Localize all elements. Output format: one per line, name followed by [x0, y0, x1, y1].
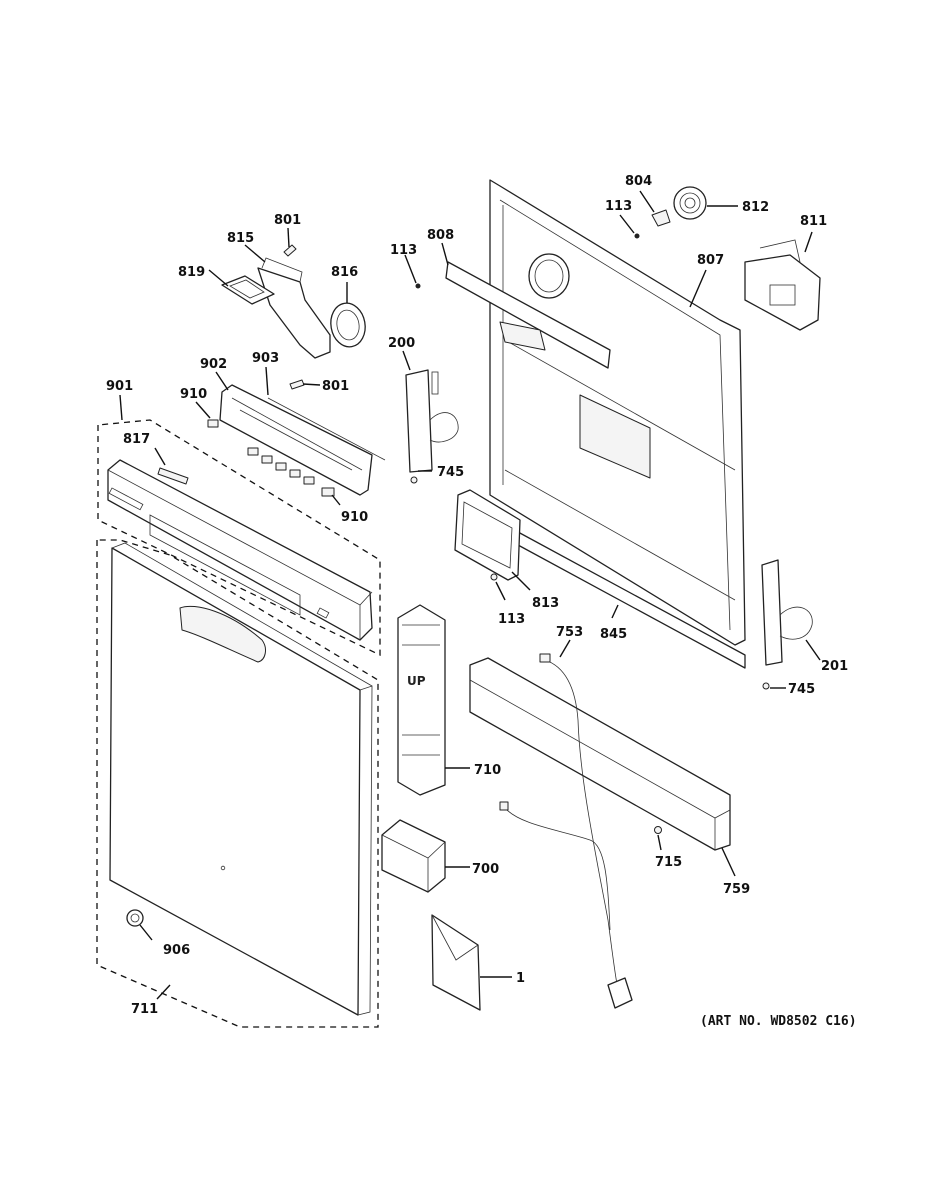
screw-113c [490, 573, 498, 581]
outer-door-panel [109, 542, 373, 1016]
label-753: 753 [556, 625, 583, 640]
label-759: 759 [723, 882, 750, 897]
button-910a [207, 419, 219, 428]
label-113-upper-right: 113 [605, 199, 632, 214]
label-819: 819 [178, 265, 205, 280]
label-804: 804 [625, 174, 652, 189]
toe-kick-759 [469, 657, 731, 851]
wire-harness-753 [499, 653, 633, 1009]
label-906: 906 [163, 943, 190, 958]
label-815: 815 [227, 231, 254, 246]
label-745-right: 745 [788, 682, 815, 697]
screw-745b [762, 682, 770, 690]
vent-duct [257, 257, 331, 359]
label-816: 816 [331, 265, 358, 280]
control-panel [107, 459, 373, 641]
control-board-bracket [219, 384, 386, 496]
label-807: 807 [697, 253, 724, 268]
label-808: 808 [427, 228, 454, 243]
label-1: 1 [516, 971, 525, 986]
label-745-left: 745 [437, 465, 464, 480]
label-801-upper: 801 [274, 213, 301, 228]
label-201: 201 [821, 659, 848, 674]
group-outline-901 [97, 419, 381, 657]
label-711: 711 [131, 1002, 158, 1017]
label-845: 845 [600, 627, 627, 642]
part-804 [651, 209, 671, 227]
inner-door-liner [489, 179, 746, 646]
label-817: 817 [123, 432, 150, 447]
label-113-lower: 113 [498, 612, 525, 627]
label-901: 901 [106, 379, 133, 394]
screw-113b [634, 233, 640, 239]
vent-seal-816 [330, 302, 366, 348]
label-910-upper: 910 [180, 387, 207, 402]
label-710: 710 [474, 763, 501, 778]
button-910b [321, 487, 335, 497]
literature-envelope-1 [431, 914, 481, 1011]
screw-113a [415, 283, 421, 289]
label-801-lower: 801 [322, 379, 349, 394]
label-811: 811 [800, 214, 827, 229]
rinse-aid-cap-812 [673, 186, 707, 220]
screw-801a [283, 244, 297, 257]
label-902: 902 [200, 357, 227, 372]
label-715: 715 [655, 855, 682, 870]
leader-lines [119, 190, 821, 1000]
screw-801b [289, 379, 305, 390]
hinge-left [405, 369, 459, 473]
insulation-up-marking: UP [407, 674, 426, 688]
vent-gasket-819 [221, 275, 275, 305]
label-113-upper-left: 113 [390, 243, 417, 258]
art-number: (ART NO. WD8502 C16) [700, 1014, 857, 1029]
door-insulation-710: UP [397, 604, 446, 796]
label-813: 813 [532, 596, 559, 611]
vent-bracket-808 [445, 261, 611, 369]
label-200: 200 [388, 336, 415, 351]
group-outline-711 [96, 539, 379, 1028]
screw-715 [654, 826, 662, 834]
dispenser-811 [744, 239, 821, 331]
label-910-lower: 910 [341, 510, 368, 525]
label-700: 700 [472, 862, 499, 877]
foam-block-700 [381, 819, 446, 893]
door-badge-906 [126, 909, 144, 927]
vent-cover-813 [454, 489, 521, 581]
label-903: 903 [252, 351, 279, 366]
button-strip [247, 447, 315, 485]
label-812: 812 [742, 200, 769, 215]
hinge-right [761, 559, 813, 666]
screw-745a [410, 476, 418, 484]
